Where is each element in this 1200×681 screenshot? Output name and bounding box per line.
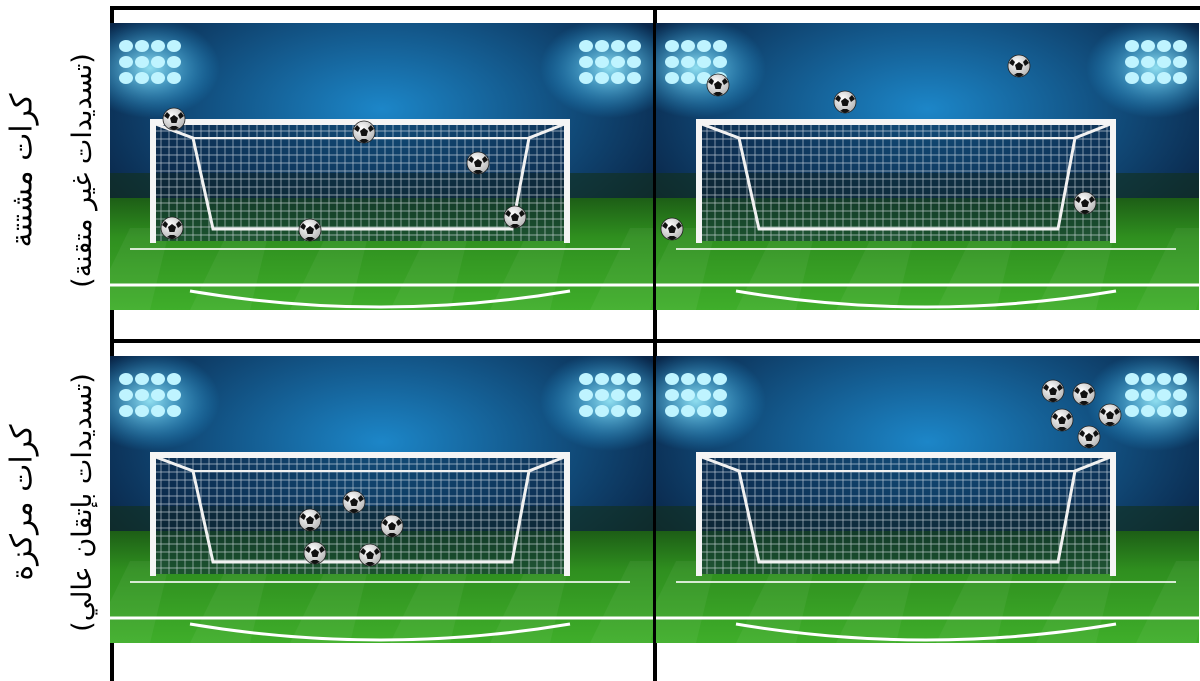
soccer-ball-icon bbox=[359, 544, 381, 566]
row-2-sublabel: (تسديدات بإتقان عالي) bbox=[62, 345, 102, 660]
soccer-ball-icon bbox=[1008, 55, 1030, 77]
stadium-scene bbox=[656, 356, 1199, 643]
soccer-ball-icon bbox=[299, 509, 321, 531]
goal bbox=[696, 452, 1116, 576]
stadium-scene bbox=[110, 356, 653, 643]
stadium-scene bbox=[110, 23, 653, 310]
soccer-ball-icon bbox=[161, 217, 183, 239]
stadium-scene bbox=[656, 23, 1199, 310]
goal bbox=[696, 119, 1116, 243]
stadium-panel-2 bbox=[656, 23, 1199, 310]
row-1-subtitle: (تسديدات غير متقنة) bbox=[67, 53, 98, 288]
row-2-subtitle: (تسديدات بإتقان عالي) bbox=[67, 373, 98, 632]
soccer-ball-icon bbox=[353, 121, 375, 143]
soccer-ball-icon bbox=[1078, 426, 1100, 448]
soccer-ball-icon bbox=[343, 491, 365, 513]
soccer-ball-icon bbox=[1051, 409, 1073, 431]
soccer-ball-icon bbox=[707, 74, 729, 96]
soccer-ball-icon bbox=[467, 152, 489, 174]
soccer-ball-icon bbox=[1073, 383, 1095, 405]
soccer-ball-icon bbox=[163, 108, 185, 130]
soccer-ball-icon bbox=[1042, 380, 1064, 402]
soccer-ball-icon bbox=[299, 219, 321, 241]
stadium-panel-3 bbox=[110, 356, 653, 643]
grid-line-top bbox=[110, 6, 1200, 10]
stadium-panel-4 bbox=[656, 356, 1199, 643]
soccer-ball-icon bbox=[304, 542, 326, 564]
row-1-sublabel: (تسديدات غير متقنة) bbox=[62, 20, 102, 320]
row-1-label: كرات مشتتة bbox=[2, 20, 42, 320]
soccer-ball-icon bbox=[1074, 192, 1096, 214]
row-2-title: كرات مركزة bbox=[5, 424, 40, 580]
stadium-panel-1 bbox=[110, 23, 653, 310]
soccer-ball-icon bbox=[661, 218, 683, 240]
soccer-ball-icon bbox=[504, 206, 526, 228]
soccer-ball-icon bbox=[834, 91, 856, 113]
row-2-label: كرات مركزة bbox=[2, 345, 42, 660]
soccer-ball-icon bbox=[1099, 404, 1121, 426]
row-1-title: كرات مشتتة bbox=[5, 93, 40, 247]
soccer-ball-icon bbox=[381, 515, 403, 537]
grid-line-middle-horizontal bbox=[110, 339, 1200, 343]
